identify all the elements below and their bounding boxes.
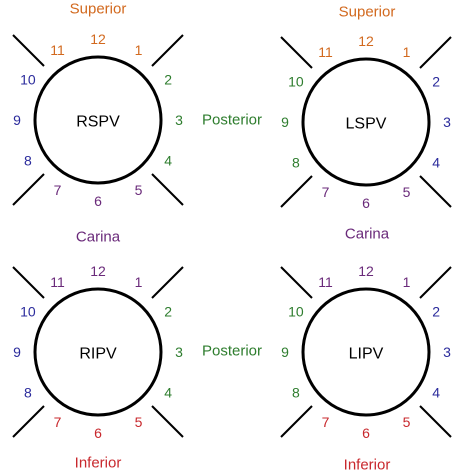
clock-position-2: 2 (164, 304, 172, 320)
clock-position-1: 1 (403, 274, 411, 290)
clock-position-5: 5 (135, 414, 143, 430)
clock-position-9: 9 (13, 344, 21, 360)
quadrant-line-upper-right (419, 266, 452, 299)
clock-position-11: 11 (50, 42, 65, 58)
clock-position-3: 3 (443, 114, 451, 130)
quadrant-line-upper-right (151, 34, 184, 67)
quadrant-line-lower-right (151, 405, 184, 438)
clock-position-5: 5 (135, 182, 143, 198)
quadrant-line-upper-right (419, 36, 452, 69)
clock-position-7: 7 (322, 184, 330, 200)
quadrant-line-upper-left (280, 36, 313, 69)
clock-position-11: 11 (318, 44, 333, 60)
clock-position-11: 11 (50, 274, 65, 290)
inferior-label-left: Inferior (75, 455, 122, 472)
quadrant-line-lower-left (12, 173, 45, 206)
clock-position-1: 1 (135, 274, 143, 290)
clock-position-5: 5 (403, 414, 411, 430)
vein-name-label: RIPV (79, 346, 117, 363)
vein-name-label: LSPV (346, 116, 387, 133)
clock-position-9: 9 (13, 112, 21, 128)
clock-position-8: 8 (24, 385, 32, 401)
vein-circle (301, 57, 431, 187)
vein-circle (33, 287, 163, 417)
posterior-label-top: Posterior (202, 112, 262, 129)
quadrant-line-lower-right (419, 175, 452, 208)
clock-position-3: 3 (175, 112, 183, 128)
clock-position-10: 10 (20, 72, 36, 88)
clock-position-12: 12 (90, 263, 106, 279)
quadrant-line-lower-right (151, 173, 184, 206)
vein-name-label: LIPV (349, 346, 384, 363)
clock-position-9: 9 (281, 344, 289, 360)
clock-position-12: 12 (358, 33, 374, 49)
clock-position-12: 12 (358, 263, 374, 279)
clock-position-1: 1 (403, 44, 411, 60)
posterior-label-bottom: Posterior (202, 343, 262, 360)
quadrant-line-upper-left (280, 266, 313, 299)
clock-position-3: 3 (175, 344, 183, 360)
vein-name-label: RSPV (76, 114, 120, 131)
quadrant-line-upper-left (12, 34, 45, 67)
vein-circle (301, 287, 431, 417)
clock-position-10: 10 (288, 74, 304, 90)
clock-position-12: 12 (90, 31, 106, 47)
clock-position-2: 2 (164, 72, 172, 88)
superior-label-left: Superior (70, 1, 127, 18)
quadrant-line-upper-left (12, 266, 45, 299)
clock-position-10: 10 (20, 304, 36, 320)
clock-position-4: 4 (164, 385, 172, 401)
clock-position-2: 2 (432, 304, 440, 320)
clock-position-2: 2 (432, 74, 440, 90)
clock-position-4: 4 (432, 155, 440, 171)
inferior-label-right: Inferior (344, 457, 391, 474)
clock-position-7: 7 (54, 182, 62, 198)
clock-position-9: 9 (281, 114, 289, 130)
clock-position-4: 4 (164, 153, 172, 169)
superior-label-right: Superior (339, 4, 396, 21)
quadrant-line-lower-left (280, 405, 313, 438)
clock-position-6: 6 (94, 425, 102, 441)
carina-label-right: Carina (345, 226, 390, 243)
clock-position-4: 4 (432, 385, 440, 401)
clock-position-8: 8 (24, 153, 32, 169)
vein-circle (33, 55, 163, 185)
clock-position-5: 5 (403, 184, 411, 200)
quadrant-line-lower-left (280, 175, 313, 208)
clock-position-1: 1 (135, 42, 143, 58)
clock-position-7: 7 (322, 414, 330, 430)
clock-position-7: 7 (54, 414, 62, 430)
clock-position-8: 8 (292, 155, 300, 171)
quadrant-line-upper-right (151, 266, 184, 299)
clock-position-10: 10 (288, 304, 304, 320)
clock-position-3: 3 (443, 344, 451, 360)
clock-position-6: 6 (362, 425, 370, 441)
clock-position-11: 11 (318, 274, 333, 290)
carina-label-left: Carina (76, 229, 121, 246)
quadrant-line-lower-right (419, 405, 452, 438)
clock-position-6: 6 (94, 193, 102, 209)
quadrant-line-lower-left (12, 405, 45, 438)
clock-position-6: 6 (362, 195, 370, 211)
clock-position-8: 8 (292, 385, 300, 401)
